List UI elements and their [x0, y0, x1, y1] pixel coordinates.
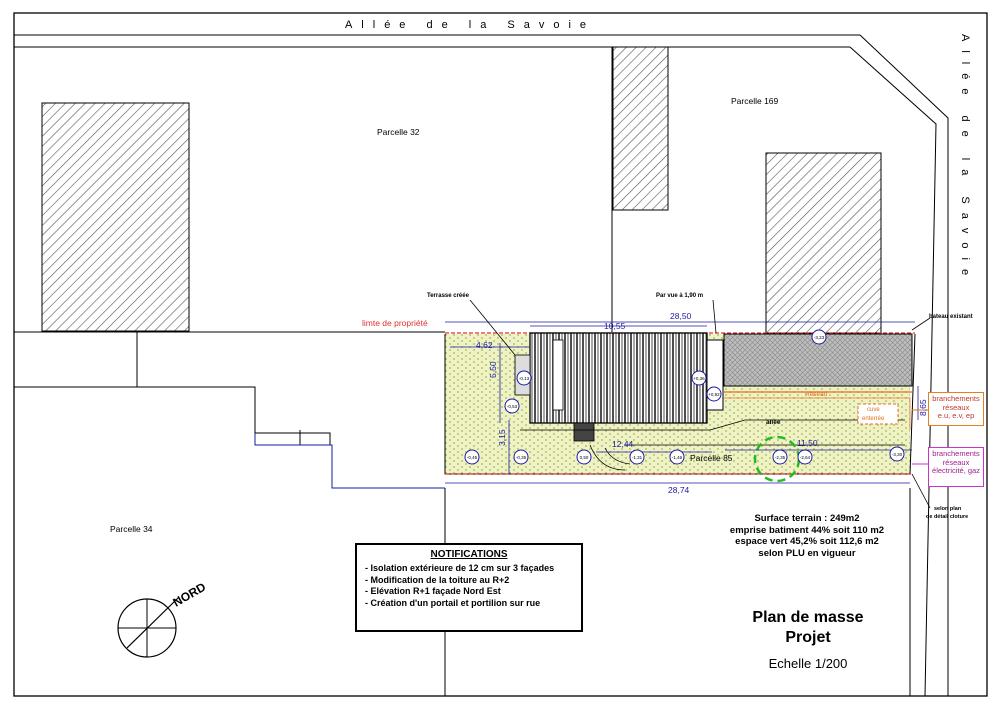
parcel-34-label: Parcelle 34 [110, 524, 153, 534]
parcel-169-label: Parcelle 169 [731, 96, 779, 106]
level-label: -0,53 [507, 404, 518, 409]
stat-line: selon PLU en vigueur [758, 547, 856, 559]
stat-line: espace vert 45,2% soit 112,6 m2 [735, 536, 879, 547]
tank-label-1: cuve [867, 407, 880, 413]
notification-item: - Isolation extérieure de 12 cm sur 3 fa… [365, 563, 555, 573]
notifications-box: NOTIFICATIONS - Isolation extérieure de … [355, 543, 583, 632]
box-line: e.u, e.v, ep [937, 411, 975, 420]
level-label: -0,45 [467, 455, 478, 460]
buried-tank [857, 403, 899, 425]
dim-4-62: 4,62 [476, 340, 493, 350]
dim-3-15: 3,15 [497, 429, 507, 446]
plan-scale: Echelle 1/200 [768, 656, 848, 671]
drawing-frame [13, 12, 988, 697]
notifications-title: NOTIFICATIONS [430, 549, 508, 560]
street-right-edge [859, 34, 949, 696]
fence-note-1: selon plan [934, 506, 962, 512]
level-label: +0,92 [708, 392, 720, 397]
existing-curb-note: bateau existant [929, 314, 973, 320]
property-limit-label: limte de propriété [362, 318, 428, 328]
level-label: +0,36 [693, 376, 705, 381]
street-label-right: Allée de la Savoie [959, 34, 971, 284]
box-line: branchements [932, 394, 980, 403]
level-label: -1,46 [672, 455, 683, 460]
level-label: -3,30 [892, 452, 903, 457]
entrance-steps [573, 422, 595, 442]
fence-note-2: de détail cloture [926, 514, 968, 520]
level-label: -2,35 [775, 455, 786, 460]
stat-line: Surface terrain : 249m2 [754, 513, 860, 524]
box-line: branchements [932, 449, 980, 458]
north-compass [117, 597, 179, 658]
dim-12-44: 12,44 [612, 439, 634, 449]
notification-item: - Création d'un portail et portilion sur… [365, 597, 541, 608]
driveway-label: allée [766, 419, 781, 426]
building-parcel-32 [41, 102, 190, 332]
stat-line: emprise batiment 44% soit 110 m2 [729, 524, 885, 536]
level-label: -1,31 [632, 455, 643, 460]
level-markers [464, 329, 905, 465]
network-label: Réseau [805, 391, 828, 398]
tank-label-2: enterrée [862, 416, 885, 422]
level-label: -0,13 [519, 376, 530, 381]
notification-item: - Elévation R+1 façade Nord Est [365, 586, 501, 596]
notification-item: - Modification de la toiture au R+2 [365, 574, 510, 585]
box-line: réseaux [942, 402, 970, 412]
level-label: 0,50 [580, 455, 589, 460]
dim-8-65: 8,65 [918, 399, 928, 416]
box-line: réseaux [942, 457, 970, 467]
compass-label: NORD [171, 580, 209, 610]
level-label: -2,64 [800, 455, 811, 460]
plan-subtitle: Projet [785, 629, 831, 646]
driveway-edge [520, 419, 905, 431]
terrace-note: Terrasse créée [427, 293, 470, 299]
dim-28-74: 28,74 [668, 485, 690, 495]
street-label-top: Allée de la Savoie [345, 19, 595, 31]
building-parcel-169-b [765, 152, 882, 334]
building-parcel-169-a [612, 46, 669, 211]
dimension-lines [445, 321, 919, 484]
dim-11-50: 11,50 [797, 438, 818, 448]
plan-title: Plan de masse [752, 609, 864, 626]
utility-connections-box: branchements réseaux électricité, gaz [928, 447, 984, 487]
parcel-85-label: Parcelle 85 [690, 453, 733, 463]
level-label: -0,35 [516, 455, 527, 460]
dim-10-55: 10,55 [604, 321, 626, 331]
view-note: Par vue à 1,90 m [656, 293, 703, 299]
dim-28-50: 28,50 [670, 311, 692, 321]
dim-5-50: 5,50 [488, 361, 498, 378]
wastewater-connections-box: branchements réseaux e.u, e.v, ep [928, 392, 984, 426]
site-statistics: Surface terrain : 249m2 emprise batiment… [712, 513, 902, 559]
parcel-32-label: Parcelle 32 [377, 127, 420, 137]
box-line: électricité, gaz [932, 466, 980, 475]
title-block: Plan de masse Projet Echelle 1/200 [708, 608, 908, 671]
level-label: -3,23 [814, 335, 825, 340]
